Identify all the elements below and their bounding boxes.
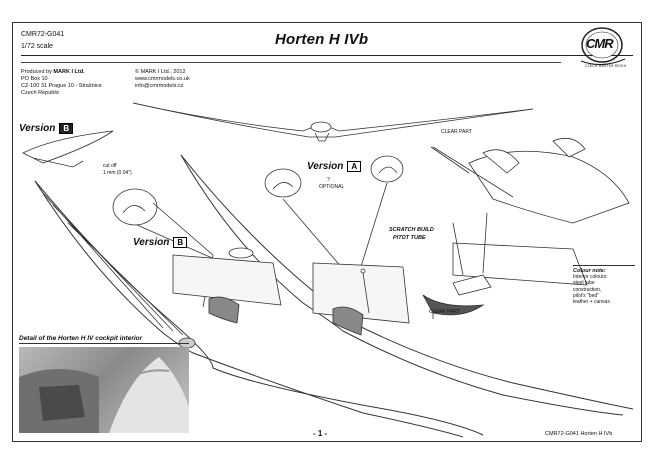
page-number: - 1 - bbox=[313, 429, 328, 438]
footer-code: CMR72-G041 Horten H IVb bbox=[545, 431, 613, 437]
copyright: © MARK I Ltd., 2012 bbox=[135, 69, 186, 75]
header-rule bbox=[21, 55, 633, 57]
clear-part-label-bottom: CLEAR PART bbox=[429, 309, 460, 315]
colour-note-line: construction, bbox=[573, 286, 602, 293]
cmr-logo: CMR CZECH MASTER RESIN bbox=[573, 25, 631, 75]
page-title: Horten H IVb bbox=[275, 31, 369, 48]
kit-code: CMR72-G041 bbox=[21, 31, 65, 38]
colour-note-line: pilot's "bed" bbox=[573, 292, 599, 299]
cockpit-detail: Detail of the Horten H IV cockpit interi… bbox=[19, 335, 189, 433]
logo-letters: CMR bbox=[586, 36, 614, 51]
optional-label: OPTIONAL bbox=[319, 184, 345, 190]
colour-note-line: leather + canvas bbox=[573, 299, 610, 306]
header-rule-thin bbox=[21, 62, 561, 63]
website-link[interactable]: www.cmrmodels.co.uk bbox=[135, 76, 190, 82]
producer-block: Produced by MARK I Ltd. PO Box 10 CZ-100… bbox=[21, 69, 102, 97]
contact-block: © MARK I Ltd., 2012 www.cmrmodels.co.uk … bbox=[135, 69, 190, 90]
cut-off-label: cut off bbox=[103, 163, 117, 169]
colour-note-line: steel tube bbox=[573, 280, 595, 287]
producer-po-box: PO Box 10 bbox=[21, 76, 48, 82]
colour-note-line: Interior colours: bbox=[573, 274, 608, 281]
cockpit-photo bbox=[19, 347, 189, 433]
producer-address: CZ-100 31 Prague 10 - Strašnice bbox=[21, 83, 102, 89]
producer-prefix: Produced by bbox=[21, 69, 52, 75]
scratch-build-label: SCRATCH BUILD bbox=[389, 227, 434, 233]
optional-question: ? bbox=[327, 177, 330, 183]
colour-note-heading: Colour note: bbox=[573, 268, 606, 274]
kit-scale: 1/72 scale bbox=[21, 43, 53, 50]
colour-note: Colour note: Interior colours: steel tub… bbox=[573, 265, 635, 305]
logo-subtitle: CZECH MASTER RESIN bbox=[585, 64, 627, 68]
producer-name: MARK I Ltd. bbox=[53, 69, 85, 75]
cut-off-size: 1 mm (0.04") bbox=[103, 170, 132, 176]
assembly-drawing bbox=[22, 102, 634, 438]
detail-caption: Detail of the Horten H IV cockpit interi… bbox=[19, 335, 189, 344]
producer-country: Czech Republic bbox=[21, 90, 60, 96]
instruction-sheet: CMR72-G041 1/72 scale Horten H IVb CMR C… bbox=[12, 22, 642, 442]
pitot-tube-label: PITOT TUBE bbox=[393, 235, 426, 241]
clear-part-label-top: CLEAR PART bbox=[441, 129, 472, 135]
email-link[interactable]: info@cmrmodels.cz bbox=[135, 83, 184, 89]
